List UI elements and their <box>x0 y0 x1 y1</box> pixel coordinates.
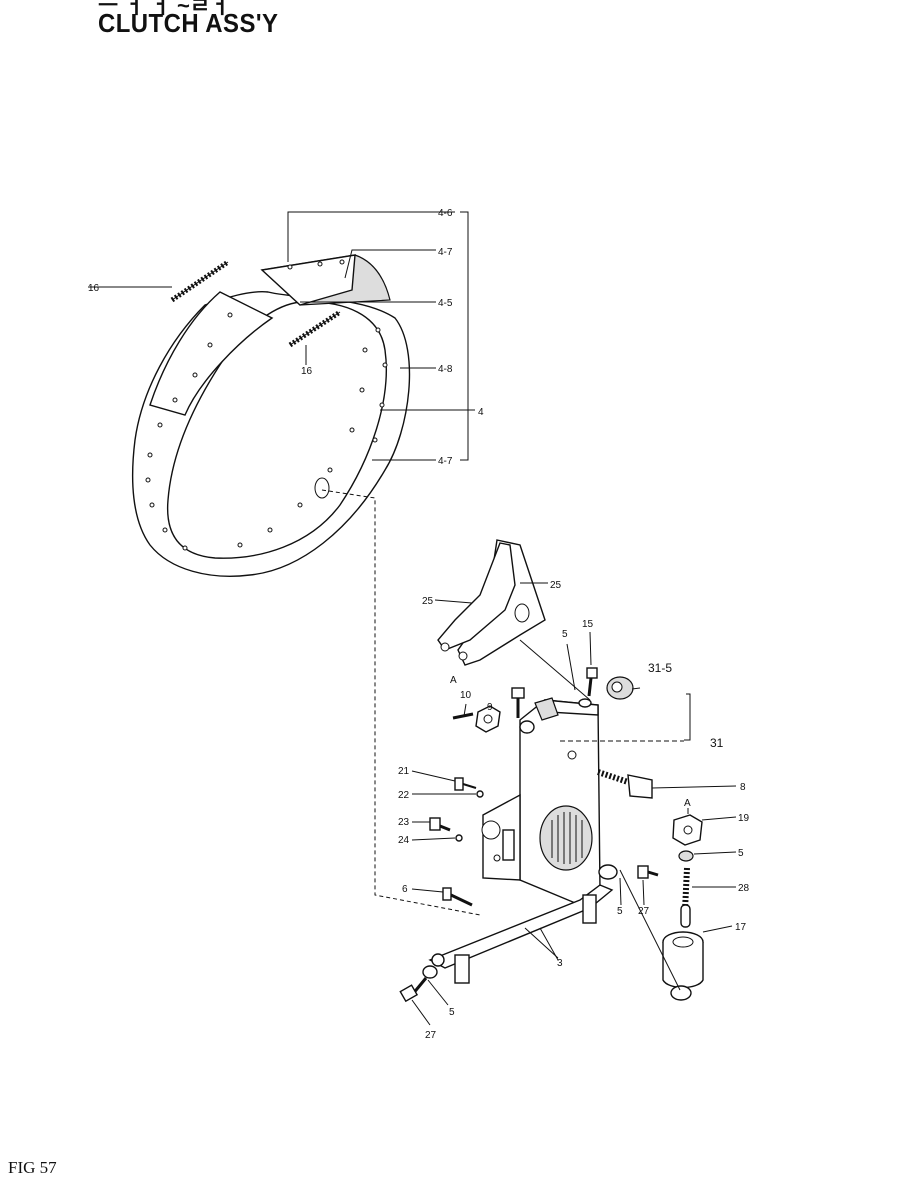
callout-5-bottom: 5 <box>449 1007 455 1018</box>
figure-number: FIG 57 <box>8 1158 57 1177</box>
callout-15: 15 <box>582 619 594 630</box>
callout-4-6: 4-6 <box>438 208 453 219</box>
callout-17: 17 <box>735 922 747 933</box>
callout-31: 31 <box>710 736 724 750</box>
callout-16: 16 <box>88 283 100 294</box>
callout-A-right: A <box>684 798 691 809</box>
callout-4-8: 4-8 <box>438 364 453 375</box>
callout-A-left: A <box>450 675 457 686</box>
main-plate-3 <box>428 699 614 984</box>
callout-28: 28 <box>738 883 750 894</box>
callout-10: 10 <box>460 690 472 701</box>
callout-23: 23 <box>398 817 410 828</box>
clutch-band <box>131 254 411 577</box>
callout-8: 8 <box>740 782 746 793</box>
band-rivet-holes <box>145 259 388 551</box>
callout-4-7-lower: 4-7 <box>438 456 453 467</box>
callout-24: 24 <box>398 835 410 846</box>
callout-31-5: 31-5 <box>648 661 672 675</box>
callout-25-right: 25 <box>550 580 562 591</box>
spring-16a <box>170 259 230 303</box>
callout-27-mid: 27 <box>638 906 650 917</box>
band-leader-lines <box>88 211 481 916</box>
spring-16b <box>288 309 342 348</box>
callout-5: 5 <box>562 629 568 640</box>
callout-9: 9 <box>487 702 493 713</box>
callout-4-7: 4-7 <box>438 247 453 258</box>
callout-5-mid: 5 <box>617 906 623 917</box>
lower-leader-lines <box>411 631 737 1026</box>
bracket-25 <box>434 539 591 701</box>
callout-19: 19 <box>738 813 750 824</box>
small-parts <box>399 667 704 1003</box>
callout-21: 21 <box>398 766 410 777</box>
callout-22: 22 <box>398 790 410 801</box>
page-supertitle: ㅡ ㅓ ㅓ ~ㄹㅓ <box>98 0 231 18</box>
callout-4-5: 4-5 <box>438 298 453 309</box>
callout-16-lower: 16 <box>301 366 313 377</box>
callout-5-right: 5 <box>738 848 744 859</box>
plate-grille <box>551 812 583 864</box>
page-title: CLUTCH ASS'Y <box>98 8 279 38</box>
callout-labels: 4-6 4-7 4-5 4-8 4 4-7 16 16 25 25 5 15 3… <box>88 208 750 1041</box>
callout-25-left: 25 <box>422 596 434 607</box>
callout-6: 6 <box>402 884 408 895</box>
callout-27-bottom: 27 <box>425 1030 437 1041</box>
callout-4: 4 <box>478 407 484 418</box>
callout-3: 3 <box>557 958 563 969</box>
